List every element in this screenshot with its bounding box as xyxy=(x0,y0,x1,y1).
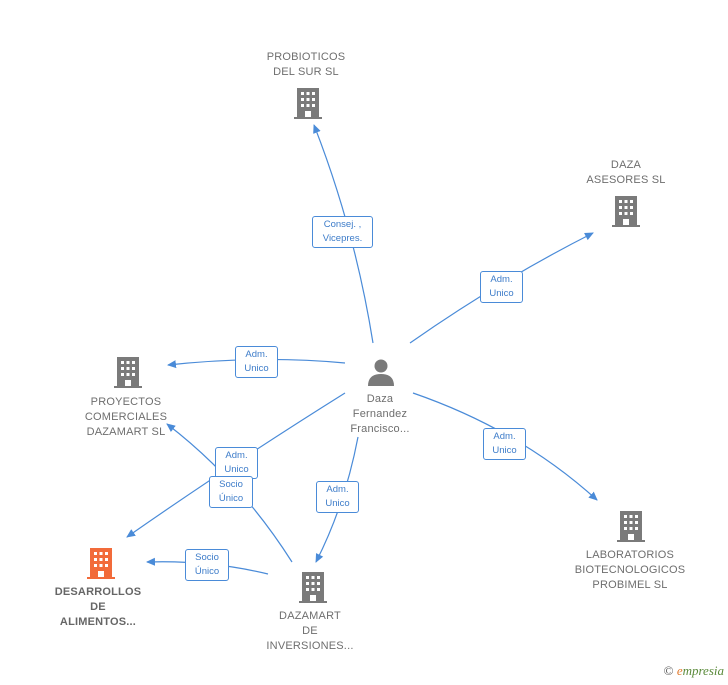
edge-badge-adm-dazamart: Adm. Unico xyxy=(316,481,359,513)
copyright-symbol: © xyxy=(663,663,674,678)
edge-badge-consej: Consej. , Vicepres. xyxy=(312,216,373,248)
edge-badge-socio-desarrollos: Socio Único xyxy=(185,549,229,581)
center-person-label[interactable]: Daza Fernandez Francisco... xyxy=(350,393,410,435)
building-icon xyxy=(114,357,142,388)
node-label-proyectos[interactable]: PROYECTOS COMERCIALES DAZAMART SL xyxy=(84,396,168,438)
node-label-desarrollos[interactable]: DESARROLLOS DE ALIMENTOS... xyxy=(54,586,142,628)
edge-badge-adm-lab: Adm. Unico xyxy=(483,428,526,460)
node-label-laboratorios[interactable]: LABORATORIOS BIOTECNOLOGICOS PROBIMEL SL xyxy=(574,549,686,591)
building-icon xyxy=(612,196,640,227)
edge-badge-adm-desarrollos: Adm. Unico xyxy=(215,447,258,479)
building-icon xyxy=(294,88,322,119)
edge-badge-adm-proyectos: Adm. Unico xyxy=(235,346,278,378)
copyright-footer: © empresia xyxy=(664,663,724,679)
person-icon xyxy=(368,359,394,386)
edge-badge-socio-proyectos: Socio Único xyxy=(209,476,253,508)
building-icon xyxy=(299,572,327,603)
node-label-daza-asesores[interactable]: DAZA ASESORES SL xyxy=(586,159,666,186)
brand-logo-text: mpresia xyxy=(682,663,724,678)
edge-badge-adm-asesores: Adm. Unico xyxy=(480,271,523,303)
building-icon xyxy=(617,511,645,542)
building-icon-highlighted xyxy=(87,548,115,579)
node-label-probioticos[interactable]: PROBIOTICOS DEL SUR SL xyxy=(266,51,346,78)
node-label-dazamart-inversiones[interactable]: DAZAMART DE INVERSIONES... xyxy=(266,610,354,652)
brand-logo-initial: e xyxy=(676,663,683,678)
